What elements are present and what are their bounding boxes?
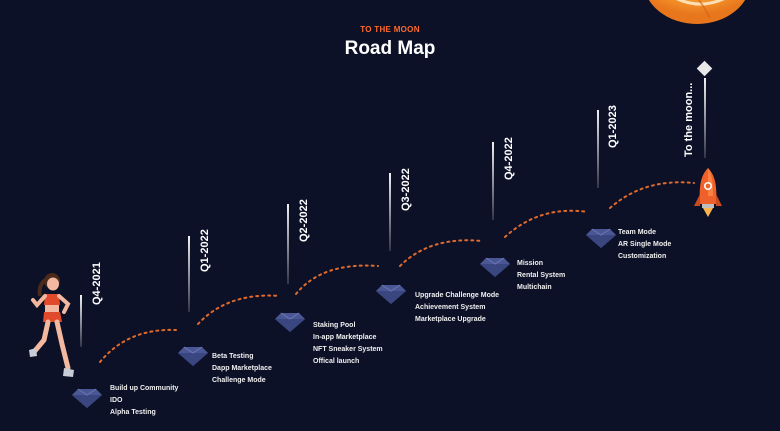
- milestone-item: Alpha Testing: [110, 409, 156, 416]
- milestone-items-6: Team Mode AR Single Mode Customization: [618, 227, 671, 263]
- milestone-item: IDO: [110, 397, 123, 404]
- milestone-items-5: Mission Rental System Multichain: [517, 258, 565, 294]
- quarter-label-3: Q2-2022: [298, 199, 310, 242]
- milestone-pole-5: [492, 142, 494, 220]
- quarter-label-5: Q4-2022: [503, 137, 515, 180]
- milestone-pole-3: [287, 204, 289, 284]
- quarter-label-2: Q1-2022: [199, 229, 211, 272]
- dotted-arc-1: [99, 328, 177, 363]
- runner-character-icon: [29, 273, 74, 377]
- quarter-label-1: Q4-2021: [91, 262, 103, 305]
- milestone-pole-2: [188, 236, 190, 312]
- milestone-item: Challenge Mode: [212, 377, 266, 384]
- milestone-item: Dapp Marketplace: [212, 365, 272, 372]
- section-eyebrow: TO THE MOON: [360, 25, 420, 34]
- milestone-item: Build up Community: [110, 385, 179, 392]
- milestone-item: In-app Marketplace: [313, 334, 377, 341]
- milestone-items-1: Build up Community IDO Alpha Testing: [110, 383, 178, 419]
- purple-gem-icon: [480, 257, 510, 277]
- milestone-item: Multichain: [517, 284, 552, 291]
- milestone-item: Rental System: [517, 272, 566, 279]
- dotted-arc-5: [504, 209, 589, 238]
- purple-gem-icon: [178, 346, 208, 366]
- milestone-item: Team Mode: [618, 229, 656, 236]
- milestone-item: Marketplace Upgrade: [415, 316, 486, 323]
- purple-gem-icon: [72, 388, 102, 408]
- milestone-items-3: Staking Pool In-app Marketplace NFT Snea…: [313, 320, 383, 368]
- milestone-item: Customization: [618, 253, 667, 260]
- milestone-items-4: Upgrade Challenge Mode Achievement Syste…: [415, 290, 499, 326]
- rocket-icon: [694, 168, 722, 217]
- dotted-arc-6: [609, 181, 695, 209]
- milestone-item: Upgrade Challenge Mode: [415, 292, 500, 299]
- milestone-pole-1: [80, 295, 82, 347]
- dotted-arc-3: [295, 264, 379, 295]
- dotted-arc-4: [399, 239, 483, 267]
- page-title: Road Map: [344, 38, 436, 59]
- milestone-item: Mission: [517, 260, 544, 267]
- finale-pole: [704, 78, 706, 158]
- moon-planet-icon: [648, 0, 746, 24]
- purple-gem-icon: [586, 228, 616, 248]
- purple-gem-icon: [376, 284, 406, 304]
- milestone-item: AR Single Mode: [618, 241, 672, 248]
- milestone-item: Achievement System: [415, 304, 486, 311]
- finale-label: To the moon...: [683, 82, 695, 157]
- quarter-label-6: Q1-2023: [607, 105, 619, 148]
- quarter-label-4: Q3-2022: [400, 168, 412, 211]
- milestone-item: Offical launch: [313, 358, 360, 365]
- milestone-pole-4: [389, 173, 391, 251]
- purple-gem-icon: [275, 312, 305, 332]
- milestone-items-2: Beta Testing Dapp Marketplace Challenge …: [212, 351, 272, 387]
- dotted-arc-2: [197, 294, 281, 325]
- milestone-item: Staking Pool: [313, 322, 356, 329]
- milestone-pole-6: [597, 110, 599, 188]
- milestone-item: Beta Testing: [212, 353, 254, 360]
- milestone-item: NFT Sneaker System: [313, 346, 383, 353]
